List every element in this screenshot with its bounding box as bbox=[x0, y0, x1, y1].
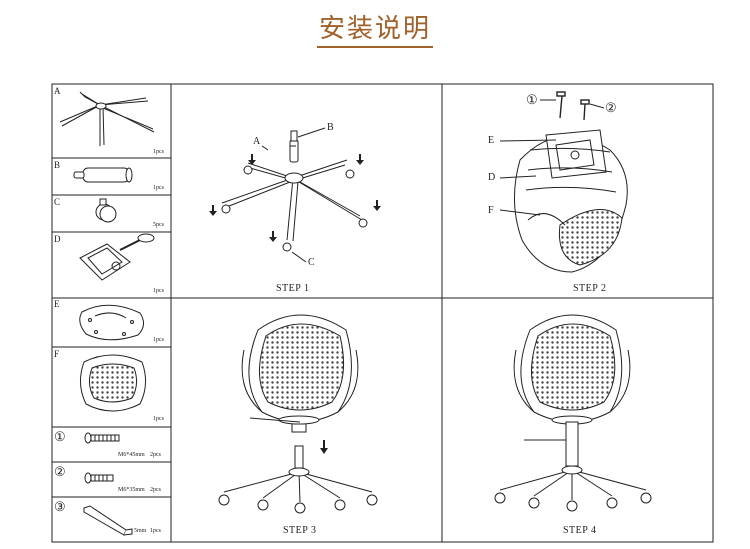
step2-illustration bbox=[499, 91, 628, 273]
part-c-caster-icon bbox=[95, 198, 117, 223]
step1-callout-a: A bbox=[253, 136, 261, 147]
part-b-letter: B bbox=[54, 160, 61, 170]
part-e-letter: E bbox=[54, 299, 60, 309]
part-f-shell-icon bbox=[80, 354, 146, 412]
hex-key-size: 5mm bbox=[134, 528, 147, 534]
bolt2-qty: 2pcs bbox=[150, 487, 161, 493]
page-title-wrap: 安装说明 bbox=[0, 8, 750, 48]
step3-caption: STEP 3 bbox=[283, 525, 317, 536]
step4-illustration bbox=[494, 314, 652, 512]
part-c-qty: 5pcs bbox=[153, 222, 164, 228]
step2-callout-e: E bbox=[488, 135, 495, 146]
part-d-qty: 1pcs bbox=[153, 288, 164, 294]
page-title: 安装说明 bbox=[316, 14, 433, 48]
grid-frame bbox=[51, 83, 714, 543]
part-d-mechanism-icon bbox=[79, 233, 155, 281]
bolt2-size: M6*35mm bbox=[118, 487, 145, 493]
step1-callout-c: C bbox=[308, 257, 315, 268]
hex-key-qty: 1pcs bbox=[150, 528, 161, 534]
part-d-letter: D bbox=[54, 234, 61, 244]
step2-callout-1: ① bbox=[526, 92, 538, 107]
step3-illustration bbox=[218, 314, 378, 514]
part-a-letter: A bbox=[54, 86, 61, 96]
step1-illustration bbox=[209, 127, 381, 263]
hex-key-icon bbox=[83, 505, 133, 536]
part-f-letter: F bbox=[54, 349, 60, 359]
step2-caption: STEP 2 bbox=[573, 283, 607, 294]
step2-callout-2: ② bbox=[605, 100, 617, 115]
step2-callout-f: F bbox=[488, 205, 494, 216]
part-a-base-icon bbox=[59, 91, 155, 146]
part-c-letter: C bbox=[54, 197, 61, 207]
step4-caption: STEP 4 bbox=[563, 525, 597, 536]
part-f-qty: 1pcs bbox=[153, 416, 164, 422]
part-b-qty: 1pcs bbox=[153, 185, 164, 191]
bolt1-size: M6*45mm bbox=[118, 452, 145, 458]
bolt2-number: ② bbox=[54, 464, 66, 479]
step1-caption: STEP 1 bbox=[276, 283, 310, 294]
step1-callout-b: B bbox=[327, 122, 334, 133]
part-e-qty: 1pcs bbox=[153, 337, 164, 343]
hex-key-number: ③ bbox=[54, 499, 66, 514]
part-a-qty: 1pcs bbox=[153, 149, 164, 155]
bolt1-number: ① bbox=[54, 429, 66, 444]
part-e-seat-plate-icon bbox=[79, 304, 144, 341]
bolt-m6x45-icon bbox=[84, 432, 120, 444]
bolt1-qty: 2pcs bbox=[150, 452, 161, 458]
bolt-m6x35-icon bbox=[84, 472, 114, 484]
part-b-gas-lift-icon bbox=[73, 167, 133, 183]
step2-callout-d: D bbox=[488, 172, 496, 183]
